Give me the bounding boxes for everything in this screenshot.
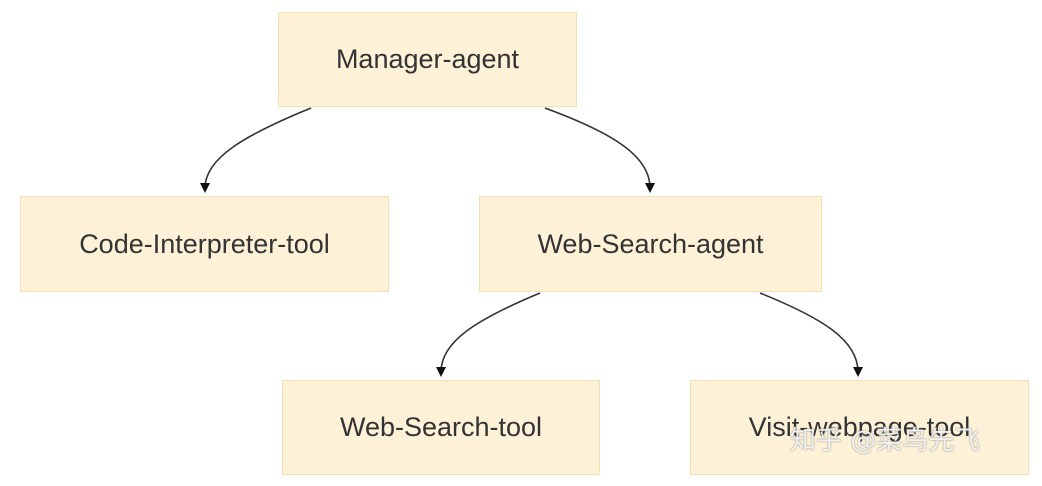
node-code-interpreter-tool: Code-Interpreter-tool (20, 196, 389, 292)
edge-websearch-agent-to-visit-tool (759, 292, 863, 377)
node-label: Code-Interpreter-tool (79, 228, 330, 259)
edge-manager-to-code (200, 107, 312, 193)
node-label: Web-Search-agent (537, 228, 764, 259)
edge-manager-to-websearch-agent (544, 107, 655, 193)
node-label: Manager-agent (335, 44, 520, 74)
node-manager-agent: Manager-agent (278, 12, 577, 107)
node-web-search-tool: Web-Search-tool (282, 380, 600, 475)
node-label: Visit-webpage-tool (748, 412, 971, 442)
node-label: Web-Search-tool (339, 412, 543, 442)
node-web-search-agent: Web-Search-agent (479, 196, 822, 292)
node-visit-webpage-tool: Visit-webpage-tool (690, 380, 1029, 475)
edge-websearch-agent-to-websearch-tool (436, 292, 541, 377)
